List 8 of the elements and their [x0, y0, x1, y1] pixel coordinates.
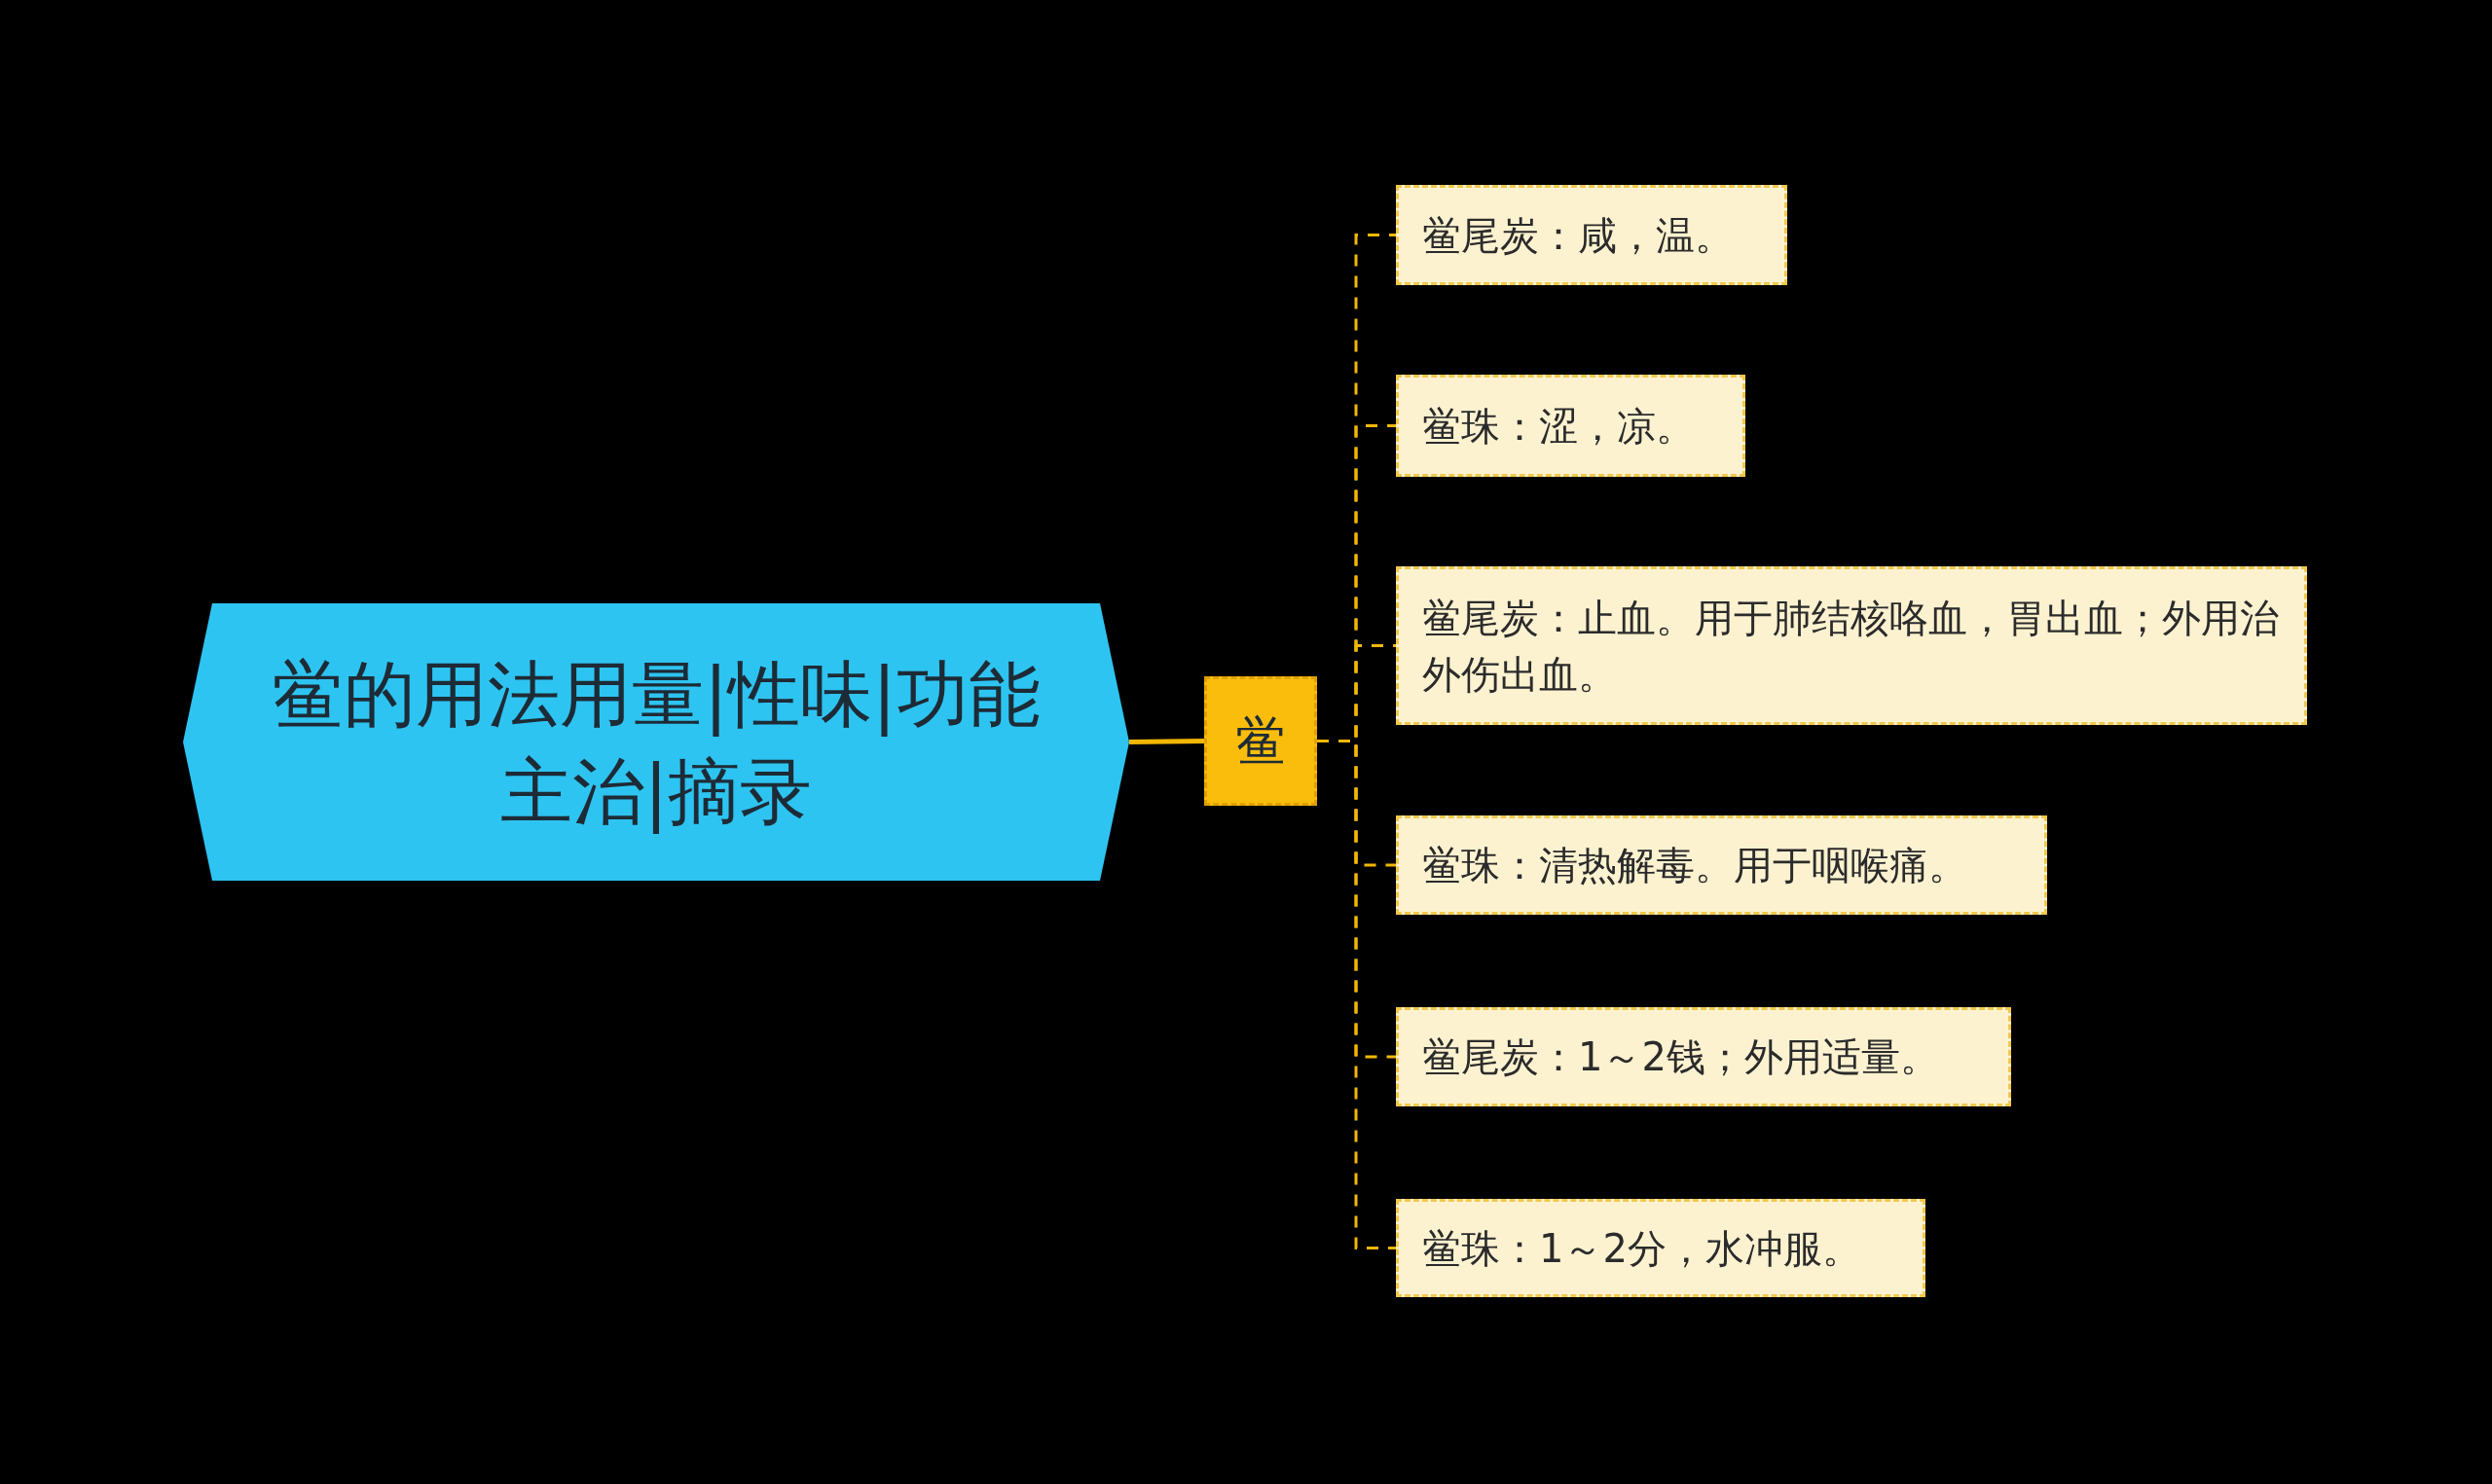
note-box: 鲎珠：1～2分，水冲服。	[1396, 1199, 1925, 1297]
connector-line	[1128, 739, 1205, 744]
note-box: 鲎尾炭：1～2钱；外用适量。	[1396, 1007, 2011, 1106]
note-box: 鲎珠：涩，凉。	[1396, 375, 1745, 477]
note-box: 鲎珠：清热解毒。用于咽喉痛。	[1396, 815, 2047, 915]
subtopic-box: 鲎	[1204, 676, 1317, 806]
note-box: 鲎尾炭：咸，温。	[1396, 185, 1787, 285]
note-box: 鲎尾炭：止血。用于肺结核咯血，胃出血；外用治外伤出血。	[1396, 566, 2307, 725]
